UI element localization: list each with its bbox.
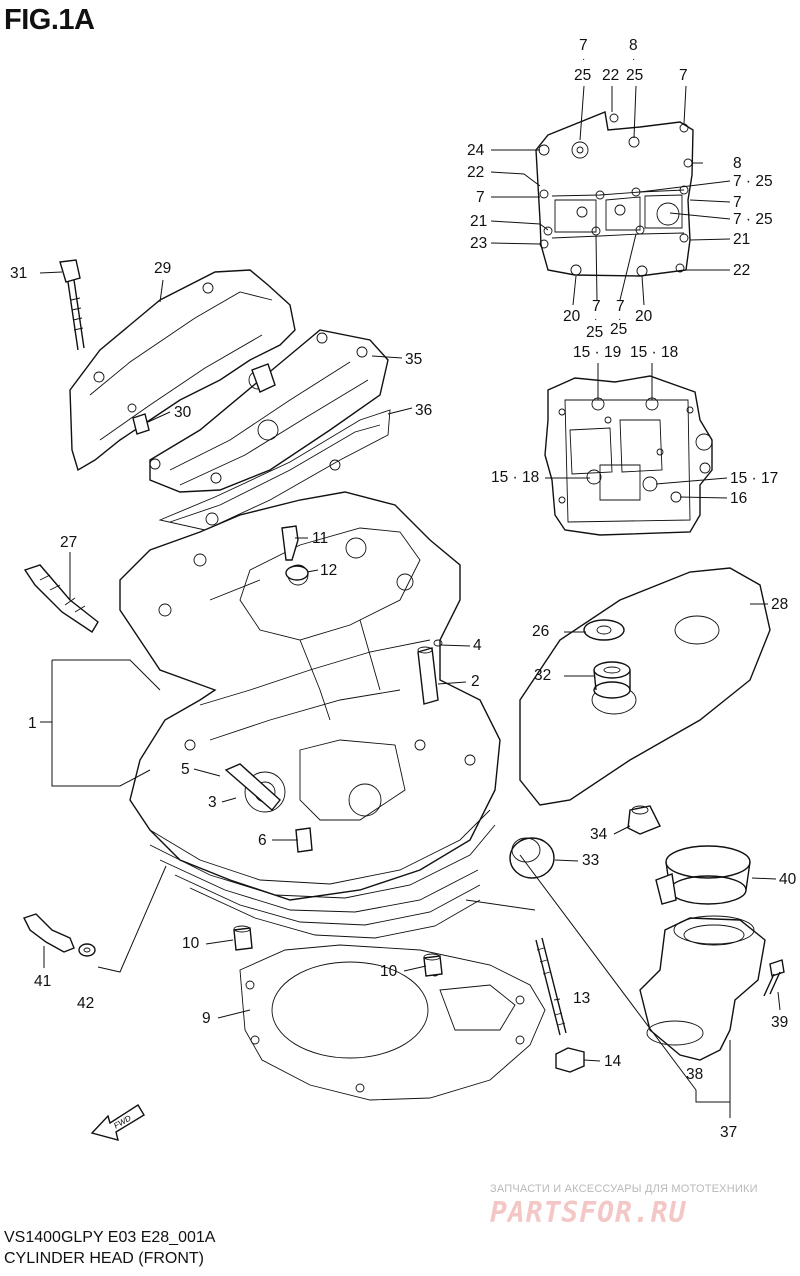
callout-31: 31 <box>10 265 28 282</box>
callout-27: 27 <box>60 534 78 551</box>
side-cover-28 <box>519 567 771 806</box>
callout-15-18: 15 · 18 <box>630 344 679 361</box>
plug-34 <box>627 805 661 835</box>
leader-lines <box>39 85 781 1118</box>
callout-9: 9 <box>202 1010 211 1027</box>
dowel-pins-10 <box>233 925 443 977</box>
small-parts <box>132 363 443 853</box>
callout-7: 7 <box>579 37 588 54</box>
dot-separator: · <box>582 54 586 65</box>
callout-41: 41 <box>34 973 52 990</box>
callout-5: 5 <box>181 761 190 778</box>
callout-16: 16 <box>730 490 748 507</box>
callout-7: 7 <box>592 298 601 315</box>
callout-25: 25 <box>626 67 644 84</box>
callout-22: 22 <box>602 67 620 84</box>
callout-7-25: 7 · 25 <box>733 211 773 228</box>
callout-2: 2 <box>471 673 480 690</box>
cylinder-head-1 <box>119 491 501 939</box>
callout-11: 11 <box>312 530 329 547</box>
nut-14 <box>555 1047 585 1073</box>
callout-32: 32 <box>534 667 552 684</box>
washer-42 <box>78 943 96 957</box>
callout-8: 8 <box>629 37 638 54</box>
callout-13: 13 <box>573 990 591 1007</box>
callout-28: 28 <box>771 596 789 613</box>
callout-22: 22 <box>467 164 485 181</box>
callout-15-18: 15 · 18 <box>491 469 540 486</box>
callout-10: 10 <box>182 935 200 952</box>
head-cover-top-view <box>535 111 694 277</box>
callout-20: 20 <box>635 308 653 325</box>
callout-34: 34 <box>590 826 608 843</box>
callout-39: 39 <box>771 1014 789 1031</box>
callout-7-25: 7 · 25 <box>733 173 773 190</box>
cylinder-head-cover <box>69 269 296 472</box>
callout-7: 7 <box>616 298 625 315</box>
fwd-arrow-icon: FWD <box>90 1104 145 1141</box>
callout-6: 6 <box>258 832 267 849</box>
clamp-40 <box>655 845 751 905</box>
callout-20: 20 <box>563 308 581 325</box>
bolt-39 <box>763 959 785 997</box>
callout-42: 42 <box>77 995 95 1012</box>
callout-29: 29 <box>154 260 172 277</box>
figure-caption: CYLINDER HEAD (FRONT) <box>4 1250 205 1267</box>
stud-13 <box>535 937 567 1036</box>
figure-title: FIG.1A <box>4 4 95 36</box>
callout-22: 22 <box>733 262 751 279</box>
callout-21: 21 <box>470 213 488 230</box>
callout-24: 24 <box>467 142 485 159</box>
callout-1: 1 <box>28 715 37 732</box>
callout-8: 8 <box>733 155 742 172</box>
callout-25: 25 <box>586 324 604 341</box>
callout-33: 33 <box>582 852 600 869</box>
bolt-31 <box>59 259 85 351</box>
sensor-41 <box>23 913 75 953</box>
watermark-tagline: ЗАПЧАСТИ И АКСЕССУАРЫ ДЛЯ МОТОТЕХНИКИ <box>490 1183 758 1195</box>
gasket-36 <box>158 409 391 531</box>
dot-separator: · <box>594 314 598 325</box>
callout-30: 30 <box>174 404 192 421</box>
dot-separator: · <box>618 314 622 325</box>
callout-14: 14 <box>604 1053 622 1070</box>
callout-26: 26 <box>532 623 550 640</box>
spark-plug-27 <box>23 564 99 633</box>
plug-33 <box>509 837 555 879</box>
callout-23: 23 <box>470 235 488 252</box>
cap-26 <box>583 619 625 641</box>
callout-12: 12 <box>320 562 338 579</box>
head-gasket-9 <box>239 944 546 1101</box>
callout-37: 37 <box>720 1124 738 1141</box>
callout-35: 35 <box>405 351 423 368</box>
grommet-32 <box>593 661 631 699</box>
callout-36: 36 <box>415 402 433 419</box>
dot-separator: · <box>632 54 636 65</box>
callout-38: 38 <box>686 1066 704 1083</box>
callout-7: 7 <box>733 194 742 211</box>
watermark-logo: PARTSFOR.RU <box>490 1196 687 1229</box>
callout-25: 25 <box>610 321 628 338</box>
cylinder-head-top-view <box>544 375 713 536</box>
intake-pipe-38 <box>639 915 766 1061</box>
callout-4: 4 <box>473 637 482 654</box>
callout-21: 21 <box>733 231 751 248</box>
callout-7: 7 <box>679 67 688 84</box>
callout-7: 7 <box>476 189 485 206</box>
callout-40: 40 <box>779 871 797 888</box>
callout-15-17: 15 · 17 <box>730 470 779 487</box>
callout-10: 10 <box>380 963 398 980</box>
callout-15-19: 15 · 19 <box>573 344 622 361</box>
model-code: VS1400GLPY E03 E28_001A <box>4 1229 216 1246</box>
callout-25: 25 <box>574 67 592 84</box>
callout-3: 3 <box>208 794 217 811</box>
